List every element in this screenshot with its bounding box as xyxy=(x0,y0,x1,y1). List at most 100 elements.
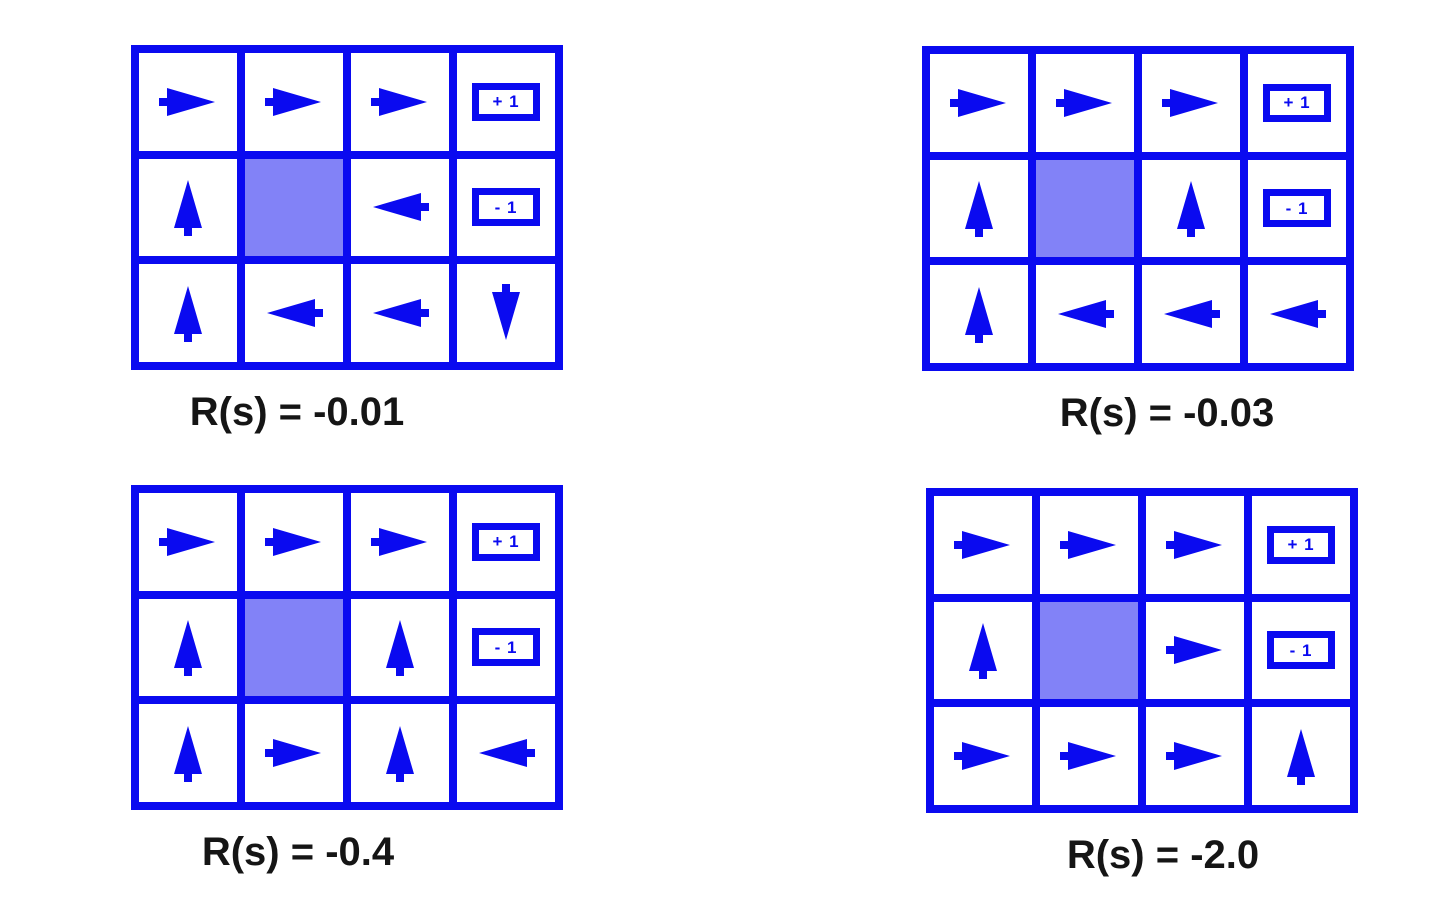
grid-cell-r2c1 xyxy=(1036,265,1134,363)
right-arrow-icon xyxy=(954,530,1010,559)
right-arrow-icon xyxy=(159,87,215,116)
grid-cell-r1c1-blocked xyxy=(245,158,343,257)
terminal-plus-one: + 1 xyxy=(472,522,540,561)
grid-cell-r2c3 xyxy=(1252,707,1350,805)
grid-cell-r1c2 xyxy=(1142,159,1240,258)
grid-cell-r2c2 xyxy=(351,704,449,802)
right-arrow-icon xyxy=(950,88,1006,117)
right-arrow-icon xyxy=(265,527,321,556)
terminal-plus-one: + 1 xyxy=(1263,83,1331,122)
policy-panel: + 1 - 1 R(s) = -0.03 xyxy=(922,46,1354,436)
grid-cell-r1c0 xyxy=(139,598,237,697)
grid-cell-r0c0 xyxy=(934,496,1032,594)
grid-cell-r0c3: + 1 xyxy=(457,493,555,591)
up-arrow-icon xyxy=(174,620,202,677)
left-arrow-icon xyxy=(267,299,323,328)
grid-cell-r1c0 xyxy=(934,601,1032,700)
left-arrow-icon xyxy=(1164,300,1220,329)
grid-cell-r2c1 xyxy=(245,264,343,362)
grid-cell-r2c2 xyxy=(1146,707,1244,805)
grid-cell-r1c2 xyxy=(351,158,449,257)
right-arrow-icon xyxy=(954,742,1010,771)
grid-cell-r1c3: - 1 xyxy=(1252,601,1350,700)
left-arrow-icon xyxy=(373,193,429,222)
right-arrow-icon xyxy=(1060,530,1116,559)
grid-cell-r1c1-blocked xyxy=(1036,159,1134,258)
grid-cell-r0c3: + 1 xyxy=(1252,496,1350,594)
right-arrow-icon xyxy=(371,527,427,556)
grid-cell-r0c1 xyxy=(1040,496,1138,594)
right-arrow-icon xyxy=(1166,742,1222,771)
up-arrow-icon xyxy=(965,181,993,238)
grid-cell-r0c1 xyxy=(1036,54,1134,152)
terminal-minus-one: - 1 xyxy=(1267,631,1335,670)
grid-cell-r0c0 xyxy=(930,54,1028,152)
grid-cell-r0c2 xyxy=(351,493,449,591)
reward-label: R(s) = -0.4 xyxy=(201,830,395,874)
grid-cell-r1c3: - 1 xyxy=(457,598,555,697)
right-arrow-icon xyxy=(1166,636,1222,665)
grid-cell-r1c3: - 1 xyxy=(1248,159,1346,258)
right-arrow-icon xyxy=(1060,742,1116,771)
down-arrow-icon xyxy=(492,284,520,341)
right-arrow-icon xyxy=(265,87,321,116)
gridworld-grid: + 1 - 1 xyxy=(926,488,1358,813)
left-arrow-icon xyxy=(1270,300,1326,329)
right-arrow-icon xyxy=(1056,88,1112,117)
up-arrow-icon xyxy=(965,287,993,344)
grid-cell-r2c2 xyxy=(1142,265,1240,363)
grid-cell-r0c2 xyxy=(351,53,449,151)
grid-cell-r2c3 xyxy=(1248,265,1346,363)
gridworld-grid: + 1 - 1 xyxy=(131,485,563,810)
grid-cell-r2c3 xyxy=(457,264,555,362)
terminal-plus-one: + 1 xyxy=(1267,525,1335,564)
terminal-minus-one: - 1 xyxy=(472,188,540,227)
grid-cell-r1c2 xyxy=(1146,601,1244,700)
right-arrow-icon xyxy=(159,527,215,556)
right-arrow-icon xyxy=(1162,88,1218,117)
up-arrow-icon xyxy=(386,726,414,783)
terminal-minus-one: - 1 xyxy=(1263,189,1331,228)
reward-label: R(s) = -0.03 xyxy=(1059,391,1275,435)
up-arrow-icon xyxy=(1287,729,1315,786)
policy-panel: + 1 - 1 R(s) = -0.4 xyxy=(131,485,563,875)
terminal-minus-one: - 1 xyxy=(472,628,540,667)
up-arrow-icon xyxy=(969,623,997,680)
up-arrow-icon xyxy=(174,180,202,237)
grid-cell-r2c0 xyxy=(139,704,237,802)
right-arrow-icon xyxy=(1166,530,1222,559)
grid-cell-r2c2 xyxy=(351,264,449,362)
grid-cell-r2c0 xyxy=(930,265,1028,363)
grid-cell-r2c1 xyxy=(245,704,343,802)
up-arrow-icon xyxy=(1177,181,1205,238)
up-arrow-icon xyxy=(386,620,414,677)
grid-cell-r1c0 xyxy=(930,159,1028,258)
gridworld-grid: + 1 - 1 xyxy=(131,45,563,370)
grid-cell-r1c1-blocked xyxy=(245,598,343,697)
grid-cell-r2c0 xyxy=(139,264,237,362)
grid-cell-r2c0 xyxy=(934,707,1032,805)
up-arrow-icon xyxy=(174,726,202,783)
grid-cell-r0c2 xyxy=(1142,54,1240,152)
grid-cell-r0c2 xyxy=(1146,496,1244,594)
reward-label: R(s) = -2.0 xyxy=(1066,833,1260,877)
grid-cell-r0c0 xyxy=(139,53,237,151)
reward-label: R(s) = -0.01 xyxy=(189,390,405,434)
grid-cell-r2c1 xyxy=(1040,707,1138,805)
grid-cell-r1c3: - 1 xyxy=(457,158,555,257)
grid-cell-r0c3: + 1 xyxy=(457,53,555,151)
grid-cell-r1c0 xyxy=(139,158,237,257)
grid-cell-r1c2 xyxy=(351,598,449,697)
left-arrow-icon xyxy=(373,299,429,328)
left-arrow-icon xyxy=(479,739,535,768)
right-arrow-icon xyxy=(371,87,427,116)
grid-cell-r0c1 xyxy=(245,53,343,151)
policy-panel: + 1 - 1 R(s) = -2.0 xyxy=(926,488,1358,878)
left-arrow-icon xyxy=(1058,300,1114,329)
grid-cell-r0c1 xyxy=(245,493,343,591)
right-arrow-icon xyxy=(265,739,321,768)
up-arrow-icon xyxy=(174,286,202,343)
policy-panel: + 1 - 1 R(s) = -0.01 xyxy=(131,45,563,435)
grid-cell-r1c1-blocked xyxy=(1040,601,1138,700)
grid-cell-r2c3 xyxy=(457,704,555,802)
